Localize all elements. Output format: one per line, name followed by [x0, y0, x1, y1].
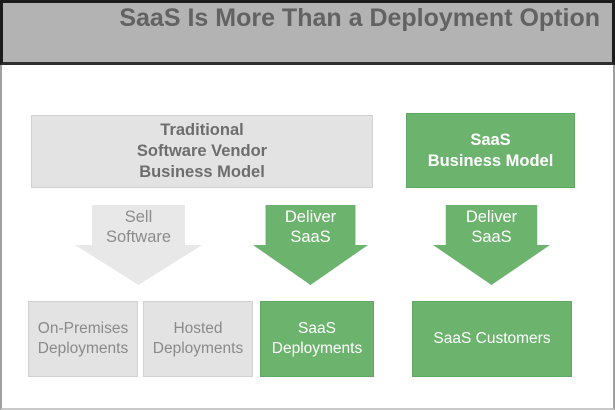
arrow-label-line: SaaS [290, 228, 331, 246]
box-label-line: Business Model [139, 163, 265, 181]
sell-software-down-arrow: Sell Software [75, 205, 202, 285]
slide-title-line1: SaaS Is More Than [119, 4, 342, 32]
saas-customers-box: SaaS Customers [412, 301, 572, 377]
arrow-label-line: SaaS [471, 228, 512, 246]
saas-deployments-box: SaaS Deployments [260, 301, 374, 377]
arrow-label-line: Sell [124, 208, 153, 226]
saas-business-model-box: SaaS Business Model [406, 113, 575, 188]
arrow-label-line: Deliver [284, 208, 337, 226]
box-label-line: SaaS [470, 130, 511, 149]
box-label-line: Hosted [173, 320, 223, 337]
box-label-line: Business Model [427, 151, 554, 170]
box-label-line: SaaS [298, 320, 336, 337]
arrow-label-line: Software [105, 228, 172, 246]
slide-title: SaaS Is More Than a Deployment Option [119, 4, 600, 32]
box-label-line: Deployments [152, 340, 244, 357]
slide-title-line2: a Deployment Option [348, 4, 600, 32]
box-label-line: Software Vendor [136, 142, 268, 160]
slide-header-bar: SaaS Is More Than a Deployment Option [0, 0, 615, 65]
arrow-label-line: Deliver [465, 208, 518, 226]
hosted-deployments-box: Hosted Deployments [143, 301, 253, 377]
on-premises-deployments-box: On-Premises Deployments [28, 301, 138, 377]
box-label-line: SaaS Customers [433, 330, 551, 347]
box-label-line: Traditional [160, 121, 244, 139]
box-label-line: Deployments [271, 340, 363, 357]
box-label-line: On-Premises [37, 320, 129, 337]
traditional-business-model-box: Traditional Software Vendor Business Mod… [31, 115, 373, 188]
box-label-line: Deployments [37, 340, 129, 357]
